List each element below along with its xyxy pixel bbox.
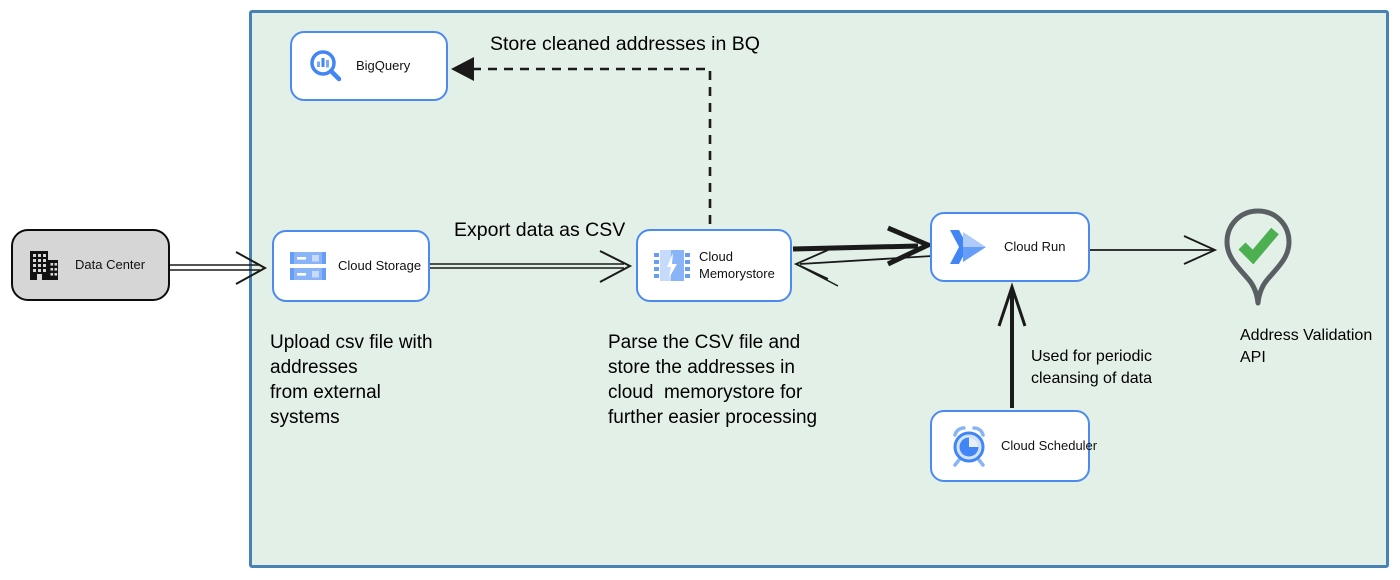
note-upload: Upload csv file with addresses from exte… xyxy=(270,332,433,428)
node-label: Cloud Storage xyxy=(338,257,422,273)
edge-label-periodic-cleansing: Used for periodic cleansing of data xyxy=(1031,348,1152,387)
node-cloud-run: Cloud Run xyxy=(930,212,1090,282)
memorystore-icon xyxy=(654,249,690,283)
gcp-zone xyxy=(249,10,1389,568)
note-parse: Parse the CSV file and store the address… xyxy=(608,332,818,428)
edge-label-store-cleaned: Store cleaned addresses in BQ xyxy=(490,33,760,55)
node-label: Cloud Scheduler xyxy=(1001,437,1098,453)
node-label: Cloud Run xyxy=(1004,238,1066,254)
node-label: BigQuery xyxy=(356,57,411,73)
node-bigquery: BigQuery xyxy=(290,31,448,101)
address-validation-pin xyxy=(1219,206,1297,310)
cloud-run-icon xyxy=(948,230,988,264)
node-cloud-storage: Cloud Storage xyxy=(272,230,430,302)
edge-label-export-csv: Export data as CSV xyxy=(454,219,626,241)
node-data-center: Data Center xyxy=(11,229,170,301)
node-label: Cloud Memorystore xyxy=(699,249,775,281)
label-address-validation-api: Address Validation API xyxy=(1240,327,1373,366)
node-cloud-scheduler: Cloud Scheduler xyxy=(930,410,1097,482)
node-cloud-memorystore: Cloud Memorystore xyxy=(636,229,792,302)
cloud-storage-icon xyxy=(290,250,326,282)
building-icon xyxy=(29,250,59,281)
scheduler-icon xyxy=(948,425,990,467)
checkmark-icon xyxy=(1238,227,1279,265)
node-label: Data Center xyxy=(75,256,146,272)
bigquery-icon xyxy=(308,48,344,84)
